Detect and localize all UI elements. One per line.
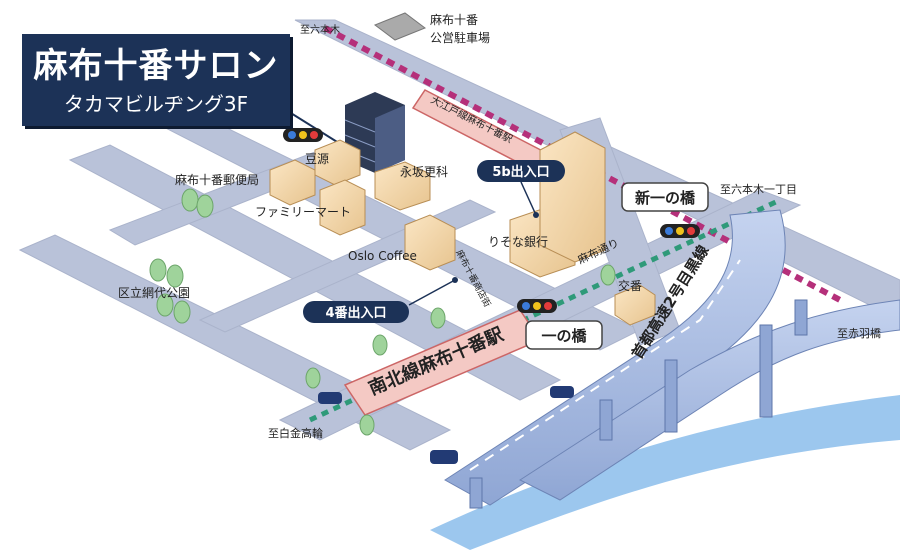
svg-text:公営駐車場: 公営駐車場 [430, 30, 490, 45]
svg-text:至六本木一丁目: 至六本木一丁目 [720, 182, 797, 196]
parking-building: 麻布十番 公営駐車場 [373, 12, 490, 45]
place-labels: 至六本木 至六本木一丁目 至赤羽橋 至白金高輪 豆源 麻布十番郵便局 永坂更科 … [118, 23, 881, 440]
svg-text:交番: 交番 [618, 278, 642, 293]
exit-5b-badge: 5b出入口 [477, 160, 565, 218]
svg-text:至六本木: 至六本木 [300, 23, 340, 36]
svg-text:麻布十番: 麻布十番 [430, 12, 478, 27]
svg-text:りそな銀行: りそな銀行 [488, 235, 548, 249]
river [430, 395, 900, 550]
svg-text:永坂更科: 永坂更科 [400, 165, 448, 179]
car-icon [318, 386, 574, 464]
svg-text:一の橋: 一の橋 [541, 327, 587, 345]
tree-icon [149, 188, 616, 436]
traffic-light-icon [283, 128, 700, 313]
exit-4-badge: 4番出入口 [303, 277, 458, 323]
svg-text:ファミリーマート: ファミリーマート [255, 205, 351, 219]
nanboku-line [308, 197, 782, 423]
svg-text:豆源: 豆源 [305, 152, 329, 166]
ichinohashi-label: 一の橋 [525, 320, 603, 350]
svg-text:4番出入口: 4番出入口 [325, 305, 386, 321]
svg-text:麻布十番郵便局: 麻布十番郵便局 [175, 172, 259, 187]
building-name: タカマビルヂング3F [63, 92, 249, 116]
svg-text:新一の橋: 新一の橋 [635, 189, 696, 207]
salon-name: 麻布十番サロン [33, 46, 279, 86]
svg-text:区立網代公園: 区立網代公園 [118, 285, 190, 300]
svg-text:Oslo Coffee: Oslo Coffee [348, 249, 417, 263]
svg-text:至赤羽橋: 至赤羽橋 [837, 326, 881, 340]
svg-text:至白金高輪: 至白金高輪 [268, 426, 323, 440]
salon-title-box: 麻布十番サロン タカマビルヂング3F [22, 34, 290, 126]
shin-ichinohashi-label: 新一の橋 [621, 182, 709, 212]
svg-text:5b出入口: 5b出入口 [492, 164, 549, 180]
